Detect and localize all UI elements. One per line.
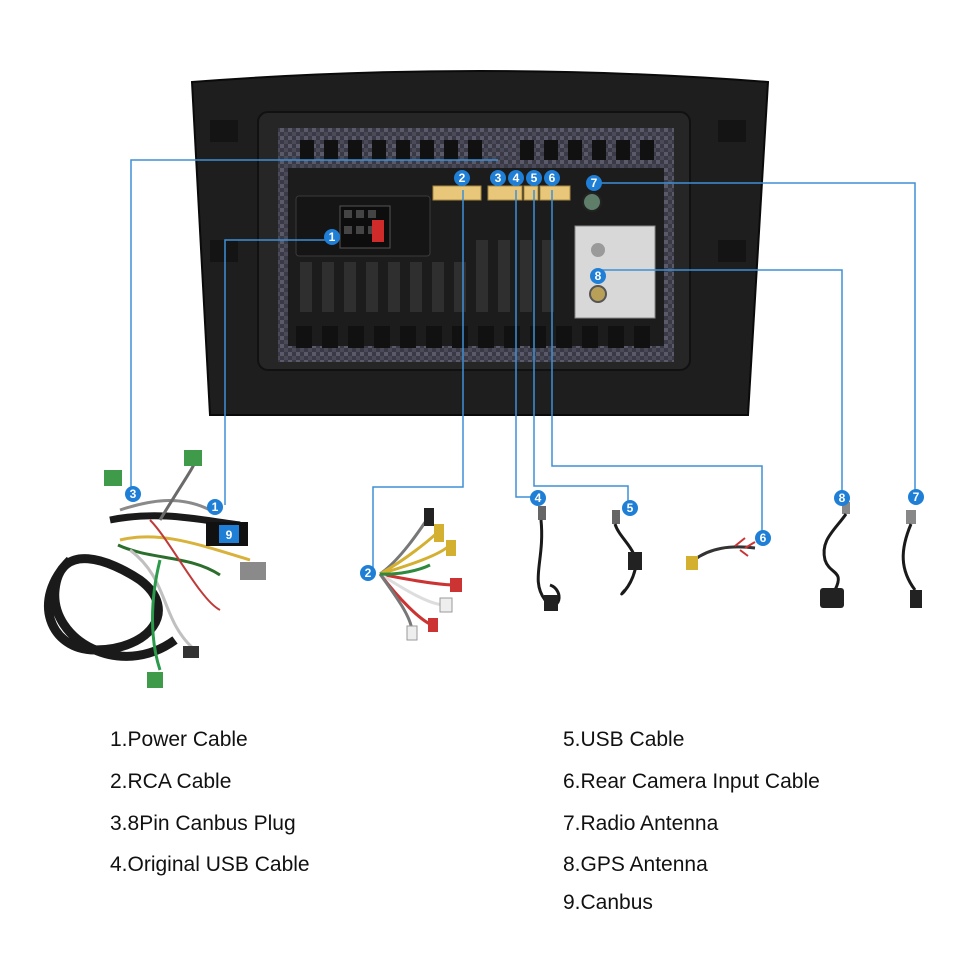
svg-text:4: 4: [535, 491, 542, 505]
rear-camera-cable-icon: [686, 537, 756, 570]
badge-5-cable: 5: [622, 500, 638, 516]
legend-item-canbus-plug: 3.8Pin Canbus Plug: [110, 812, 296, 835]
badge-4: 4: [508, 170, 524, 186]
badge-7: 7: [586, 175, 602, 191]
power-harness-icon: [43, 450, 266, 688]
callout-line-4: [515, 190, 537, 498]
svg-text:3: 3: [495, 171, 502, 185]
badge-2-cable: 2: [360, 565, 376, 581]
svg-text:3: 3: [130, 487, 137, 501]
badge-3: 3: [490, 170, 506, 186]
badge-9-harness: 9: [217, 523, 241, 545]
badge-4-cable: 4: [530, 490, 546, 506]
badge-1-harness: 1: [207, 499, 223, 515]
badge-2: 2: [454, 170, 470, 186]
callout-line-8: [598, 269, 843, 497]
svg-text:1: 1: [329, 230, 336, 244]
svg-text:8: 8: [839, 491, 846, 505]
svg-text:9: 9: [226, 528, 233, 542]
svg-text:7: 7: [591, 176, 598, 190]
svg-text:1: 1: [212, 500, 219, 514]
badge-3-harness: 3: [125, 486, 141, 502]
svg-text:8: 8: [595, 269, 602, 283]
head-unit-back-panel-icon: [190, 70, 770, 416]
svg-text:7: 7: [913, 490, 920, 504]
callout-line-5: [533, 190, 629, 506]
legend-item-power-cable: 1.Power Cable: [110, 728, 248, 751]
badge-5: 5: [526, 170, 542, 186]
svg-text:2: 2: [365, 566, 372, 580]
legend-item-canbus: 9.Canbus: [563, 891, 653, 914]
radio-antenna-adapter-icon: [901, 510, 922, 608]
legend-item-rear-camera: 6.Rear Camera Input Cable: [563, 770, 820, 793]
legend-item-gps-antenna: 8.GPS Antenna: [563, 853, 708, 876]
callout-line-6: [551, 190, 763, 538]
badge-6-cable: 6: [755, 530, 771, 546]
badge-7-cable: 7: [908, 489, 924, 505]
svg-text:5: 5: [531, 171, 538, 185]
legend-item-radio-antenna: 7.Radio Antenna: [563, 812, 719, 835]
badge-8: 8: [590, 268, 606, 284]
svg-text:2: 2: [459, 171, 466, 185]
badge-6: 6: [544, 170, 560, 186]
original-usb-cable-icon: [536, 506, 561, 611]
legend-item-usb-cable: 5.USB Cable: [563, 728, 685, 751]
legend-item-original-usb: 4.Original USB Cable: [110, 853, 310, 876]
callout-line-7: [594, 182, 916, 496]
usb-cable-icon: [612, 510, 642, 596]
badge-1: 1: [324, 229, 340, 245]
callout-line-2: [372, 190, 464, 572]
badge-8-cable: 8: [834, 490, 850, 506]
callout-line-1: [224, 239, 330, 505]
callout-line-3: [130, 159, 296, 490]
gps-antenna-icon: [820, 502, 850, 608]
svg-text:6: 6: [549, 171, 556, 185]
svg-text:5: 5: [627, 501, 634, 515]
callout-lines: [130, 159, 916, 572]
svg-text:6: 6: [760, 531, 767, 545]
svg-text:4: 4: [513, 171, 520, 185]
rca-cable-icon: [378, 508, 462, 641]
legend-item-rca-cable: 2.RCA Cable: [110, 770, 232, 793]
